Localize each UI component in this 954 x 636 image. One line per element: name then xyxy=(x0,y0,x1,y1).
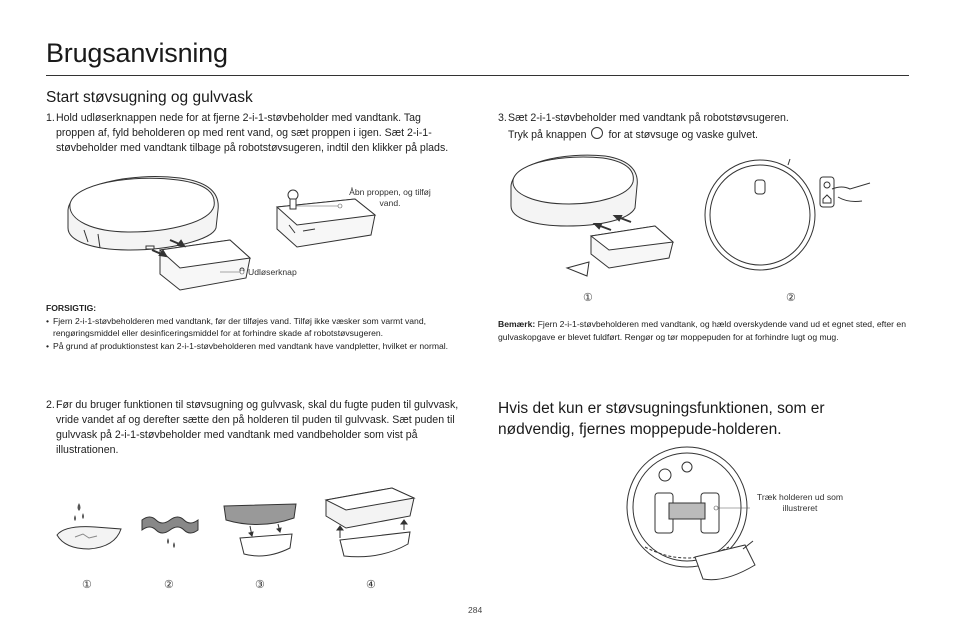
step-1: 1. Hold udløserknappen nede for at fjern… xyxy=(46,111,461,156)
power-icon-device xyxy=(824,182,830,188)
step-3-number: 3. xyxy=(498,112,507,124)
step2-marker-3: ③ xyxy=(255,579,265,591)
step3-marker-2: ② xyxy=(786,292,796,304)
note-text: Fjern 2-i-1-støvbeholderen med vandtank,… xyxy=(498,319,906,342)
water-drop-icon xyxy=(77,503,81,511)
step3-marker-1: ① xyxy=(583,292,593,304)
step-2: 2. Før du bruger funktionen til støvsugn… xyxy=(46,398,461,458)
caution-bullet-1: Fjern 2-i-1-støvbeholderen med vandtank,… xyxy=(46,315,456,340)
illustration-remove-holder xyxy=(625,445,775,585)
caution-block: FORSIGTIG: Fjern 2-i-1-støvbeholderen me… xyxy=(46,302,456,352)
step-3-line-1: Sæt 2-i-1-støvbeholder med vandtank på r… xyxy=(508,112,789,124)
callout-open-stopper: Åbn proppen, og tilføj vand. xyxy=(349,187,431,208)
illustration-mount-holder xyxy=(320,480,420,570)
section-heading-start: Start støvsugning og gulvvask xyxy=(46,89,253,106)
caution-bullet-2: På grund af produktionstest kan 2-i-1-st… xyxy=(46,340,456,353)
power-icon xyxy=(591,127,604,139)
illustration-remove-tank xyxy=(60,170,310,300)
illustration-attach-pad xyxy=(220,500,300,565)
callout-release-button: Udløserknap xyxy=(248,267,297,277)
step2-marker-2: ② xyxy=(164,579,174,591)
step-2-text: Før du bruger funktionen til støvsugning… xyxy=(56,399,459,456)
page-title: Brugsanvisning xyxy=(46,38,228,68)
callout-pull-holder: Træk holderen ud som illustreret xyxy=(756,492,844,513)
illustration-insert-tank xyxy=(505,150,685,280)
step-1-number: 1. xyxy=(46,112,55,124)
illustration-fill-water xyxy=(275,185,385,250)
step-3: 3. Sæt 2-i-1-støvbeholder med vandtank p… xyxy=(498,111,918,143)
step-1-text: Hold udløserknappen nede for at fjerne 2… xyxy=(56,112,449,154)
caution-title: FORSIGTIG: xyxy=(46,303,97,313)
title-divider xyxy=(46,75,909,76)
callout-lines-step1 xyxy=(240,190,350,280)
callout-line-holder xyxy=(716,500,756,520)
step-3-line-2a: Tryk på knappen xyxy=(508,129,587,141)
illustration-wring-pad xyxy=(140,512,202,548)
step-3-line-2b: for at støvsuge og vaske gulvet. xyxy=(608,129,759,141)
step-2-number: 2. xyxy=(46,399,55,411)
page-number: 284 xyxy=(468,605,483,615)
step2-marker-1: ① xyxy=(82,579,92,591)
home-icon xyxy=(823,195,831,203)
section-heading-vacuum-only: Hvis det kun er støvsugningsfunktionen, … xyxy=(498,400,825,438)
step2-marker-4: ④ xyxy=(366,579,376,591)
hand-icon xyxy=(832,183,870,202)
note-block: Bemærk: Fjern 2-i-1-støvbeholderen med v… xyxy=(498,318,913,343)
step-3-line-2: Tryk på knappen for at støvsuge og vaske… xyxy=(508,126,918,143)
note-label: Bemærk: xyxy=(498,319,536,329)
illustration-wet-pad xyxy=(55,503,125,555)
illustration-press-button xyxy=(700,155,880,275)
